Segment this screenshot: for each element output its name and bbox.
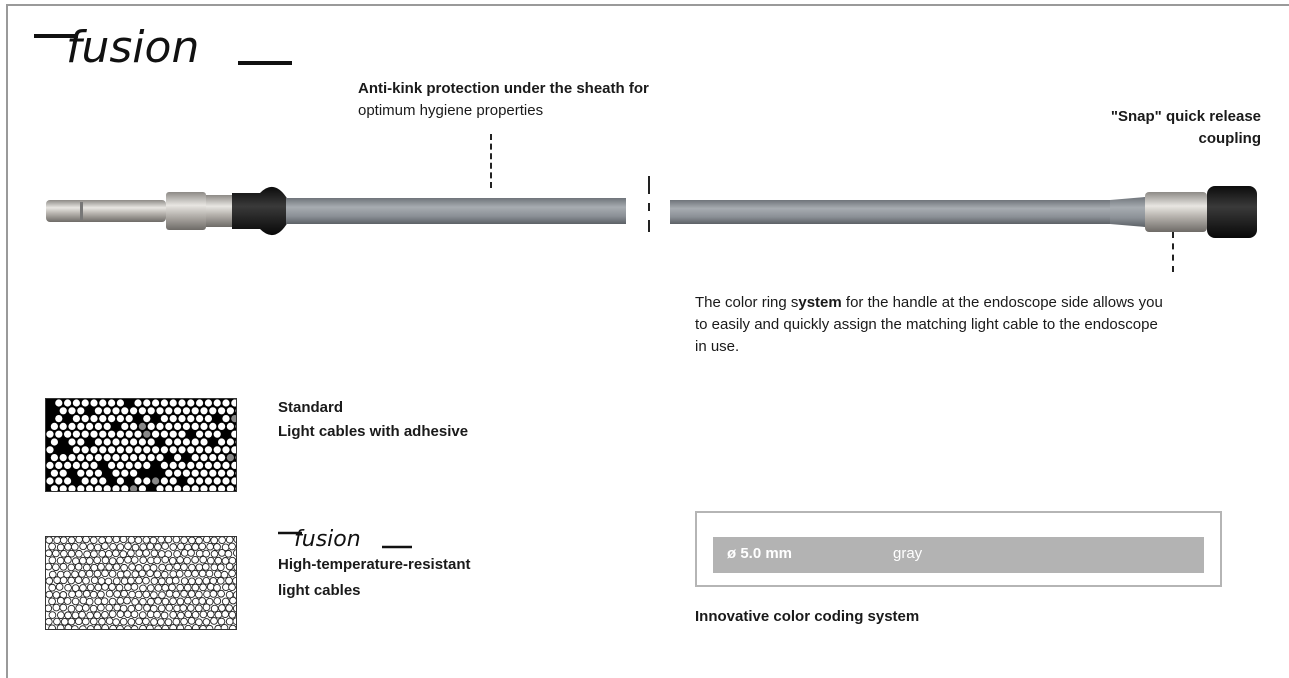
fusion-small-logo: fusion [276, 524, 416, 554]
color-coding-color-name: gray [893, 545, 923, 562]
anti-kink-text: optimum hygiene properties [358, 102, 544, 119]
frame-left-border [6, 4, 8, 678]
fusion-logo: fusion [30, 18, 300, 76]
standard-title: Standard [278, 399, 344, 416]
fusion-small-logo-text: fusion [294, 527, 361, 552]
color-ring-line-1-pre: The color ring s [695, 294, 799, 311]
snap-annotation: "Snap" quick release coupling [1111, 106, 1261, 150]
snap-leader-line [1172, 232, 1174, 272]
fusion-cable-subtitle: light cables [278, 582, 361, 599]
color-ring-line-1-bold: ystem [798, 294, 842, 311]
anti-kink-annotation: Anti-kink protection under the sheath fo… [358, 78, 649, 122]
break-mark-bottom [648, 220, 650, 232]
standard-subtitle: Light cables with adhesive [278, 423, 469, 440]
anti-kink-title: Anti-kink protection under the sheath fo… [358, 80, 649, 97]
color-ring-annotation: The color ring system for the handle at … [695, 292, 1163, 358]
frame-top-border [6, 4, 1289, 6]
break-mark-top [648, 176, 650, 194]
light-cable-illustration [40, 176, 1270, 251]
color-coding-diameter: ø 5.0 mm [727, 545, 793, 562]
standard-label: Standard Light cables with adhesive [278, 396, 468, 444]
fusion-logo-text: fusion [66, 22, 199, 73]
color-ring-line-2: to easily and quickly assign the matchin… [695, 316, 1158, 333]
color-coding-bar: ø 5.0 mm gray [713, 537, 1204, 573]
standard-fiber-image [45, 398, 237, 492]
color-coding-caption: Innovative color coding system [695, 608, 920, 625]
color-ring-line-3: in use. [695, 338, 740, 355]
fusion-cable-title: High-temperature-resistant [278, 556, 471, 573]
break-mark-middle [648, 203, 650, 211]
color-ring-line-1: The color ring system for the handle at … [695, 292, 1163, 314]
anti-kink-leader-line [490, 134, 492, 188]
fusion-fiber-image [45, 536, 237, 630]
color-ring-line-1-post: for the handle at the endoscope side all… [841, 294, 1163, 311]
color-coding-box: ø 5.0 mm gray [695, 511, 1222, 587]
snap-line-1: "Snap" quick release [1110, 108, 1261, 125]
fusion-cable-label: High-temperature-resistant light cables [278, 552, 471, 604]
snap-line-2: coupling [1198, 130, 1262, 147]
